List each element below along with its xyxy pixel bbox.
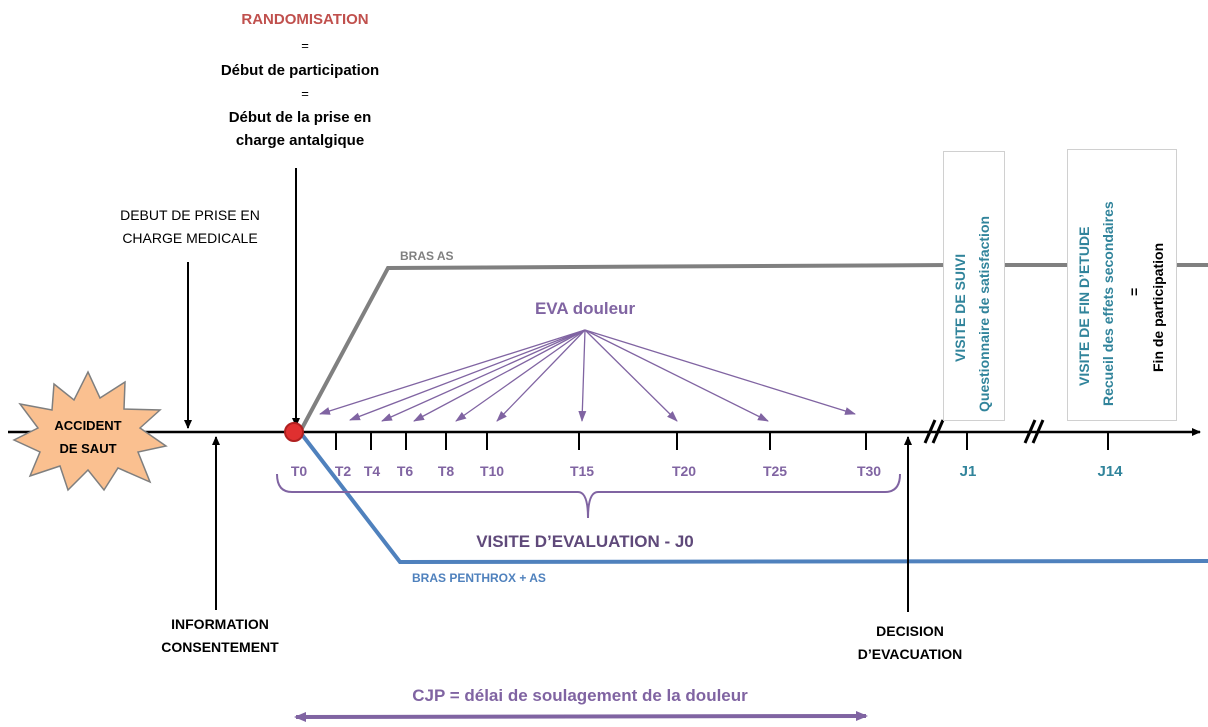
- fin-participation-label: Fin de participation: [1150, 242, 1166, 372]
- break-marks: [923, 419, 1045, 444]
- timepoint-t4: T4: [363, 463, 381, 479]
- questionnaire-satisfaction-label: Questionnaire de satisfaction: [976, 215, 992, 412]
- accident-label-line1: ACCIDENT: [54, 418, 122, 433]
- timepoint-t0: T0: [290, 463, 308, 479]
- visite-fin-etude-box: VISITE DE FIN D’ETUDE Recueil des effets…: [1067, 149, 1177, 421]
- consentement-label: CONSENTEMENT: [161, 639, 279, 655]
- day-j14-label: J14: [1097, 463, 1123, 480]
- randomisation-equals-1: =: [301, 38, 309, 53]
- evacuation-label: D’EVACUATION: [857, 646, 963, 662]
- accident-label-line2: DE SAUT: [59, 441, 117, 456]
- timepoint-t20: T20: [671, 463, 697, 479]
- visite-evaluation-label: VISITE D’EVALUATION - J0: [476, 532, 694, 551]
- debut-prise-en-charge-line1: DEBUT DE PRISE EN: [120, 207, 260, 223]
- visite-suivi-title: VISITE DE SUIVI: [952, 253, 968, 362]
- day-j1-label: J1: [959, 463, 977, 480]
- timepoint-t15: T15: [569, 463, 595, 479]
- eva-arrows: [319, 329, 856, 422]
- effets-secondaires-label: Recueil des effets secondaires: [1100, 201, 1116, 406]
- visite-fin-etude-title: VISITE DE FIN D’ETUDE: [1076, 226, 1092, 386]
- debut-prise-charge-antalgique-line1: Début de la prise en: [228, 109, 372, 126]
- timepoint-t8: T8: [437, 463, 455, 479]
- eva-douleur-label: EVA douleur: [534, 299, 636, 318]
- decision-label: DECISION: [876, 623, 944, 639]
- bras-as-label: BRAS AS: [400, 249, 454, 263]
- cjp-label: CJP = délai de soulagement de la douleur: [412, 686, 748, 705]
- timepoint-t25: T25: [762, 463, 788, 479]
- timepoint-t6: T6: [396, 463, 414, 479]
- randomisation-equals-2: =: [301, 86, 309, 101]
- debut-prise-en-charge-line2: CHARGE MEDICALE: [122, 230, 258, 246]
- information-label: INFORMATION: [171, 616, 269, 632]
- timepoint-t2: T2: [334, 463, 352, 479]
- debut-participation-label: Début de participation: [220, 62, 380, 79]
- t0-randomisation-dot: [284, 422, 304, 442]
- bras-penthrox-label: BRAS PENTHROX + AS: [412, 571, 546, 585]
- visite-suivi-box: VISITE DE SUIVI Questionnaire de satisfa…: [943, 151, 1005, 421]
- fin-equals: =: [1126, 287, 1142, 296]
- randomisation-title: RANDOMISATION: [241, 11, 369, 28]
- visit-brace: [276, 473, 901, 519]
- cjp-double-arrow: [294, 711, 868, 722]
- bras-penthrox-line: [298, 430, 1208, 565]
- time-ticks: [335, 432, 1109, 450]
- accident-burst: [12, 370, 168, 492]
- timepoint-t10: T10: [479, 463, 505, 479]
- debut-prise-charge-antalgique-line2: charge antalgique: [235, 132, 365, 149]
- timepoint-t30: T30: [856, 463, 882, 479]
